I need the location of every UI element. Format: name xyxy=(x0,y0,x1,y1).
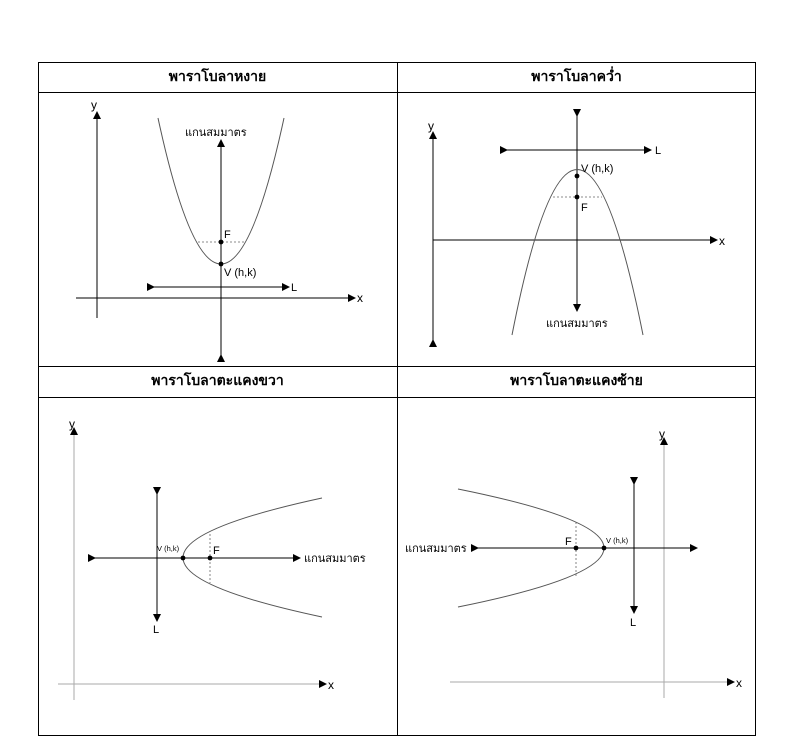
y-axis-label: y xyxy=(659,427,665,441)
vertex-label: V (h,k) xyxy=(606,536,629,545)
vertex-label: V (h,k) xyxy=(581,163,613,175)
symmetry-label: แกนสมมาตร xyxy=(405,543,467,555)
title-parabola-up: พาราโบลาหงาย xyxy=(168,69,267,85)
y-axis-label: y xyxy=(69,417,75,431)
focus-label: F xyxy=(565,536,572,548)
directrix-label: L xyxy=(630,617,636,629)
symmetry-label: แกนสมมาตร xyxy=(185,127,247,139)
table-column-divider xyxy=(397,62,398,736)
focus-label: F xyxy=(581,202,588,214)
x-axis-label: x xyxy=(736,676,742,690)
directrix-label: L xyxy=(291,282,297,294)
focus-label: F xyxy=(213,545,220,557)
title-parabola-left: พาราโบลาตะแคงซ้าย xyxy=(510,373,643,389)
panel-parabola-up: y x แกนสมมาตร L F V (h,k) xyxy=(76,98,363,362)
x-axis-label: x xyxy=(719,234,725,248)
vertex-point xyxy=(180,555,186,561)
vertex-point xyxy=(601,545,607,551)
y-axis-label: y xyxy=(91,98,97,112)
title-parabola-right: พาราโบลาตะแคงขวา xyxy=(151,373,284,389)
parabola-curve xyxy=(511,169,644,336)
x-axis-label: x xyxy=(328,678,334,692)
vertex-label: V (h,k) xyxy=(157,544,180,553)
vertex-point xyxy=(574,173,580,179)
focus-point xyxy=(218,239,224,245)
panel-parabola-left: y x แกนสมมาตร L V (h,k) F xyxy=(405,427,742,698)
vertex-point xyxy=(218,261,224,267)
symmetry-label: แกนสมมาตร xyxy=(304,553,366,565)
symmetry-label: แกนสมมาตร xyxy=(546,318,608,330)
table-row-divider-top xyxy=(38,92,756,93)
focus-point xyxy=(573,545,579,551)
vertex-label: V (h,k) xyxy=(224,267,256,279)
focus-label: F xyxy=(224,229,231,241)
focus-point xyxy=(574,194,580,200)
x-axis-label: x xyxy=(357,291,363,305)
table-row-divider-lower xyxy=(38,397,756,398)
focus-point xyxy=(207,555,213,561)
directrix-label: L xyxy=(655,145,661,157)
y-axis-label: y xyxy=(428,119,434,133)
title-parabola-down: พาราโบลาคว่ำ xyxy=(531,69,622,85)
table-row-divider-middle xyxy=(38,366,756,367)
panel-parabola-down: y x แกนสมมาตร L V (h,k) F xyxy=(428,109,725,347)
panel-parabola-right: y x แกนสมมาตร L V (h,k) F xyxy=(58,417,366,700)
directrix-label: L xyxy=(153,624,159,636)
